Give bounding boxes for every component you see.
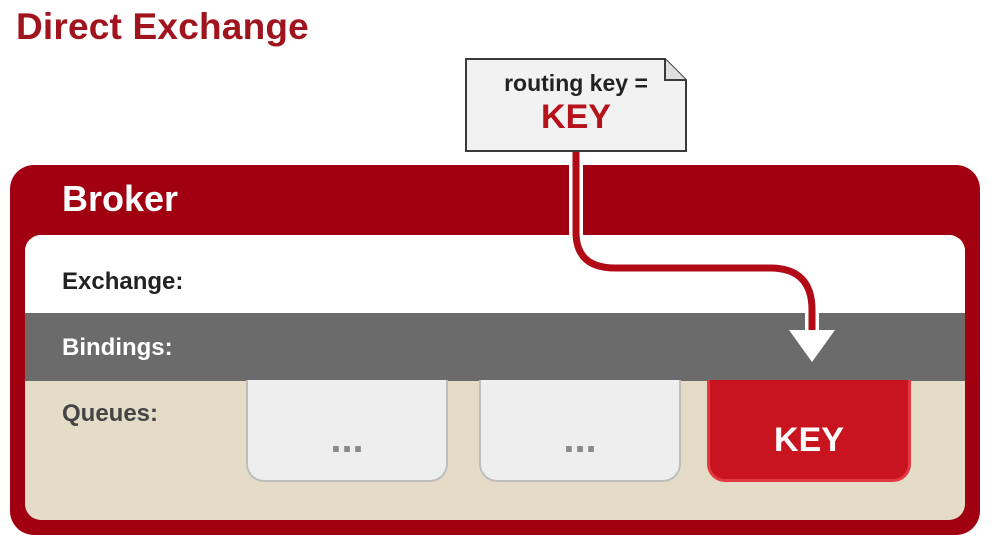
broker-label: Broker: [62, 178, 179, 219]
message: routing key = KEY: [465, 58, 687, 152]
bindings-label: Bindings:: [62, 334, 173, 361]
diagram-title: Direct Exchange: [16, 6, 309, 47]
queue-key: KEY: [707, 380, 911, 482]
routing-key-value: KEY: [541, 98, 611, 136]
queue-1: ...: [246, 380, 448, 482]
document-dogear-icon: [465, 58, 687, 152]
queues-label: Queues:: [62, 400, 159, 427]
queue-2: ...: [479, 380, 681, 482]
exchange-label: Exchange:: [62, 268, 184, 295]
routing-key-label: routing key =: [504, 70, 648, 96]
